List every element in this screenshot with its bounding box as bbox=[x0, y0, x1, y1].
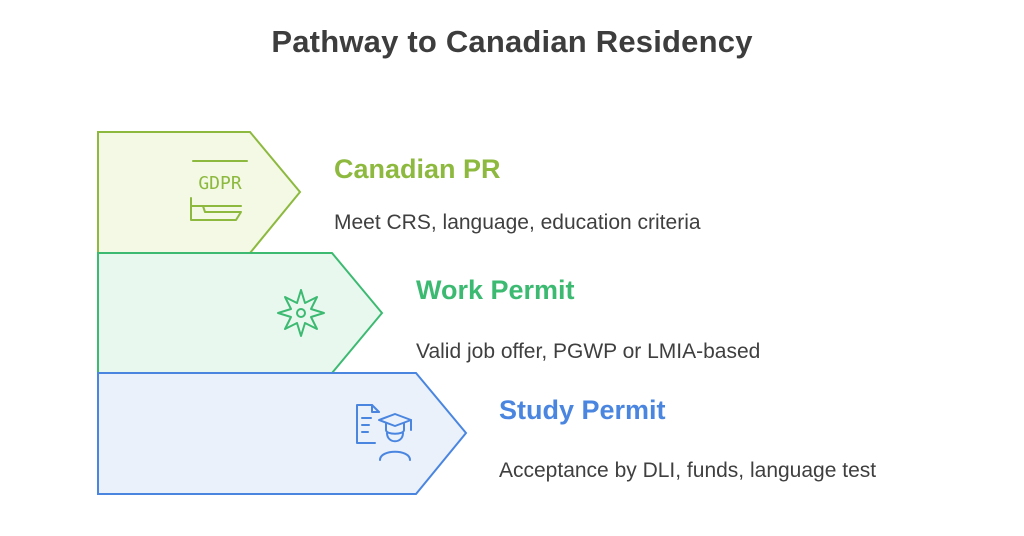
step-description-work-permit: Valid job offer, PGWP or LMIA-based bbox=[416, 340, 761, 363]
step-work-permit bbox=[97, 252, 384, 374]
graduate-document-icon bbox=[356, 404, 412, 461]
step-arrow-shape bbox=[97, 372, 468, 495]
step-title-study-permit: Study Permit bbox=[499, 395, 666, 425]
step-canadian-pr: GDPR bbox=[97, 131, 302, 254]
page-title: Pathway to Canadian Residency bbox=[271, 24, 753, 59]
step-title-canadian-pr: Canadian PR bbox=[334, 154, 501, 184]
compass-star-icon bbox=[277, 289, 325, 337]
svg-text:GDPR: GDPR bbox=[198, 173, 242, 194]
step-title-work-permit: Work Permit bbox=[416, 275, 575, 305]
step-description-study-permit: Acceptance by DLI, funds, language test bbox=[499, 459, 877, 482]
step-arrow-shape bbox=[97, 131, 302, 254]
step-arrow-shape bbox=[97, 252, 384, 374]
step-description-canadian-pr: Meet CRS, language, education criteria bbox=[334, 211, 701, 234]
gdpr-document-icon: GDPR bbox=[190, 160, 248, 221]
step-study-permit bbox=[97, 372, 468, 495]
